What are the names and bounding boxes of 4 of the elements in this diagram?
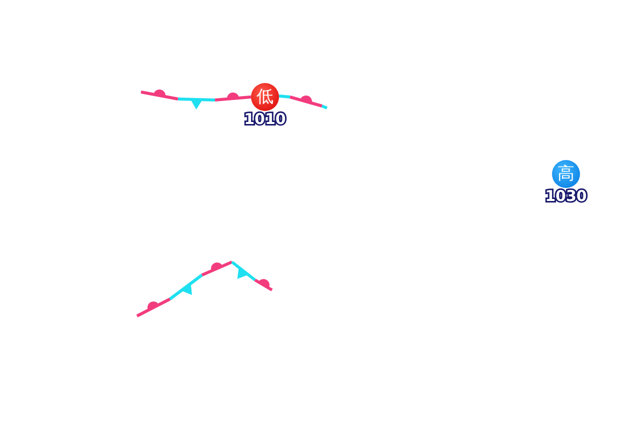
low-pressure-symbol: 低 [251, 83, 279, 111]
high-pressure-symbol: 高 [552, 160, 580, 188]
pressure-value: 1010 [243, 111, 288, 127]
pressure-value: 1030 [544, 188, 589, 204]
